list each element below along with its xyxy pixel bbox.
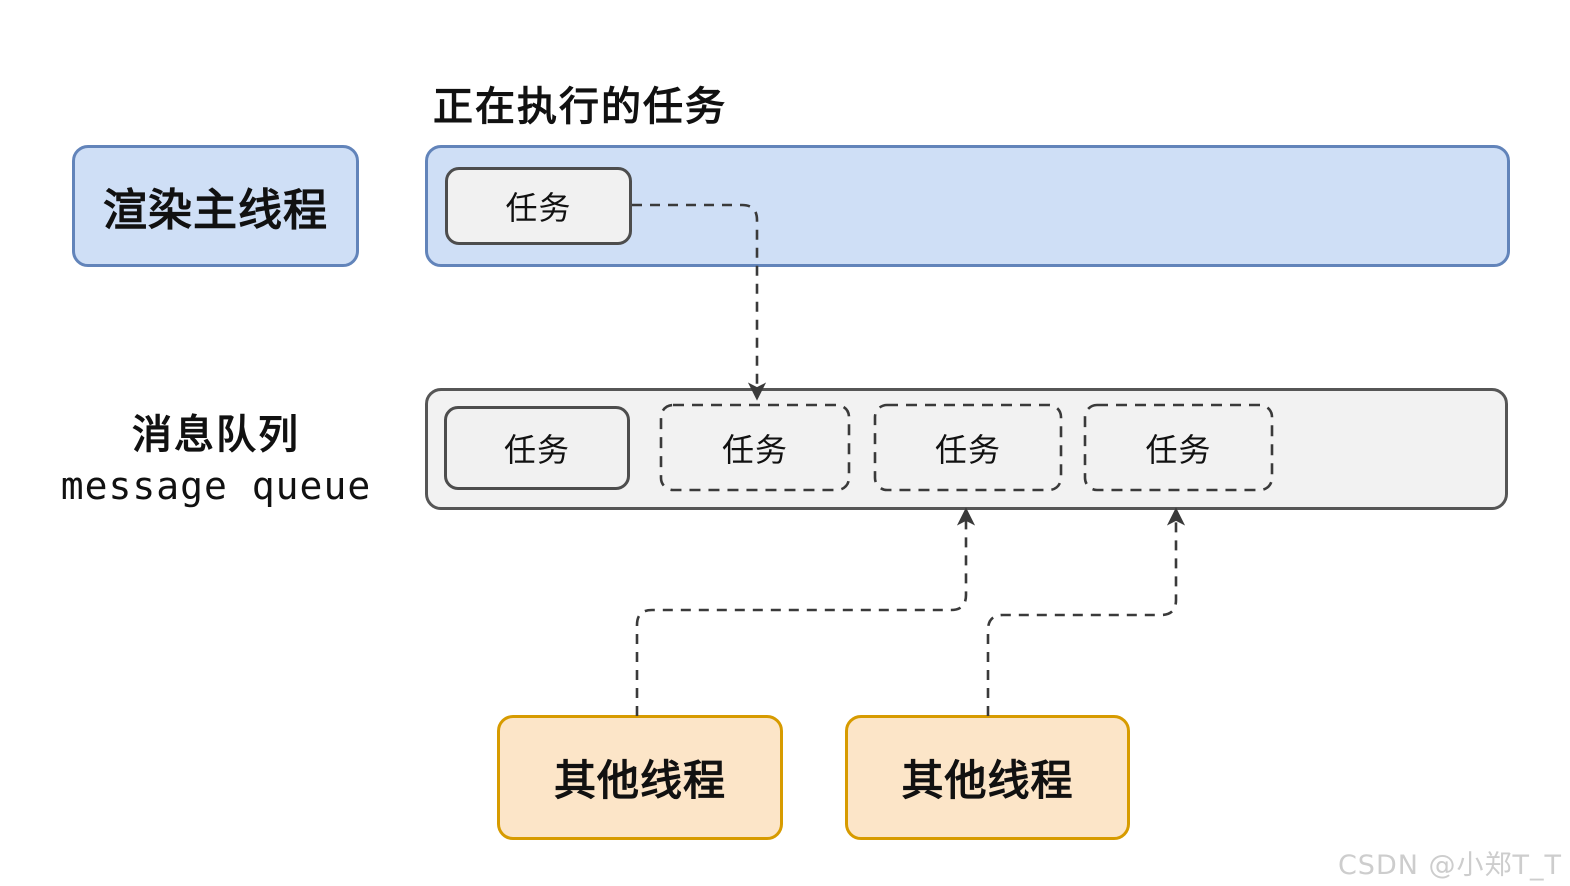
executing-task-label: 任务	[505, 189, 572, 227]
message-queue-label-en: message queue	[60, 464, 372, 508]
other-thread-box-2: 其他线程	[845, 715, 1130, 840]
watermark: CSDN @小郑T_T	[1337, 850, 1562, 881]
message-queue-label: 消息队列 message queue	[28, 410, 404, 512]
queue-task-dashed-3: 任务	[1085, 405, 1272, 490]
queue-task-label: 任务	[934, 430, 1001, 469]
arrow-thread2-to-queue	[986, 507, 1186, 716]
executing-task-title: 正在执行的任务	[433, 84, 727, 130]
queue-task-dashed-1: 任务	[661, 405, 849, 490]
render-main-thread-label: 渲染主线程	[103, 185, 328, 236]
executing-task-box: 任务	[445, 167, 632, 245]
queue-task-label: 任务	[503, 431, 570, 469]
other-thread-label: 其他线程	[901, 756, 1074, 805]
queue-task-solid: 任务	[444, 406, 630, 490]
message-queue-label-zh: 消息队列	[132, 412, 300, 458]
queue-task-dashed-2: 任务	[875, 405, 1061, 490]
arrow-thread1-to-queue	[635, 507, 976, 716]
other-thread-box-1: 其他线程	[497, 715, 783, 840]
queue-task-label: 任务	[1145, 430, 1212, 469]
other-thread-label: 其他线程	[553, 756, 726, 805]
render-main-thread-box: 渲染主线程	[72, 145, 359, 267]
queue-task-label: 任务	[721, 430, 788, 469]
